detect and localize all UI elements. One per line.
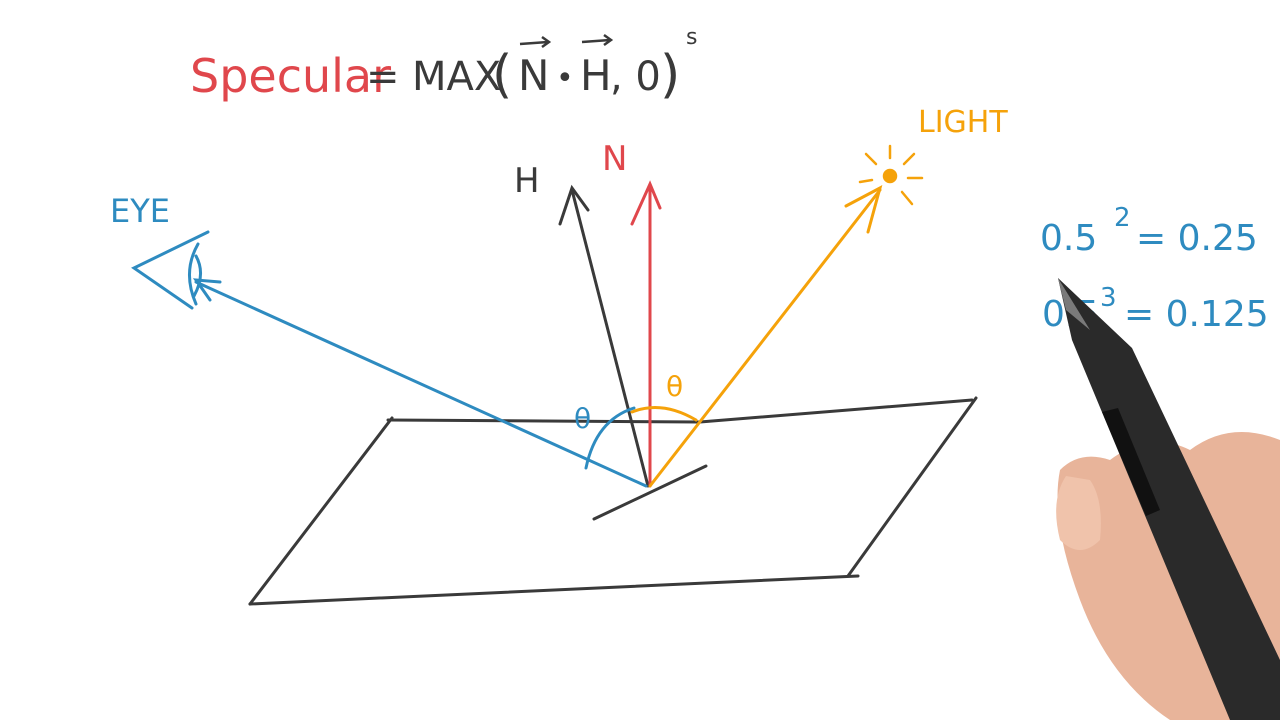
specular-formula: Specular = MAX ( N • H , 0 ) s — [190, 25, 697, 105]
n-arrowhead-icon — [630, 180, 662, 226]
pen-body — [1058, 278, 1280, 720]
eye-icon — [131, 230, 210, 310]
formula-dot: • — [556, 61, 574, 96]
eye-label: EYE — [110, 192, 170, 230]
formula-h-vector: H — [580, 51, 612, 100]
light-angle-arc — [630, 406, 698, 422]
half-vector — [558, 184, 650, 488]
formula-n-vector: N — [518, 51, 549, 100]
pen-clip — [1102, 408, 1160, 516]
math-line2-result: = 0.125 — [1124, 294, 1269, 335]
pen-tip — [1058, 278, 1090, 330]
hand-with-pen — [1056, 278, 1280, 720]
math-line2-exp: 3 — [1100, 283, 1117, 313]
exponent-examples: 0.5 2 = 0.25 0.5 3 = 0.125 — [1040, 203, 1269, 335]
h-vector-arrow-icon — [581, 33, 614, 47]
light-arrowhead-icon — [844, 185, 883, 234]
plane-left-edge — [248, 416, 394, 606]
n-label: N — [602, 139, 627, 179]
light-label: LIGHT — [918, 105, 1008, 140]
theta-light-label: θ — [666, 370, 683, 403]
theta-eye-label: θ — [574, 402, 591, 435]
light-vector — [630, 185, 883, 488]
eye-vector-line — [194, 280, 648, 488]
h-vector-line — [570, 188, 650, 488]
h-arrowhead-icon — [558, 184, 590, 226]
plane-right-edge — [846, 396, 978, 578]
formula-max: MAX — [412, 54, 501, 100]
formula-open-paren: ( — [492, 45, 512, 105]
eye-angle-arc — [584, 406, 636, 470]
formula-lhs: Specular — [190, 49, 391, 103]
math-line1-base: 0.5 — [1040, 218, 1097, 259]
tangent-line — [592, 464, 708, 521]
surface-plane — [248, 396, 978, 606]
eye-arrowhead-icon — [192, 278, 222, 302]
formula-comma-zero: , 0 — [610, 54, 661, 100]
plane-front-edge — [248, 574, 860, 606]
formula-close-paren: ) — [660, 45, 680, 105]
normal-vector — [630, 180, 662, 488]
formula-equals: = — [366, 54, 400, 100]
eye-vector — [192, 278, 648, 488]
h-label: H — [514, 161, 540, 201]
light-vector-line — [648, 188, 882, 488]
n-vector-arrow-icon — [519, 35, 552, 49]
formula-exponent: s — [686, 25, 697, 50]
math-line1-exp: 2 — [1114, 203, 1131, 233]
finger-tip — [1056, 476, 1101, 550]
sun-icon — [858, 144, 924, 206]
math-line1-result: = 0.25 — [1136, 218, 1258, 259]
